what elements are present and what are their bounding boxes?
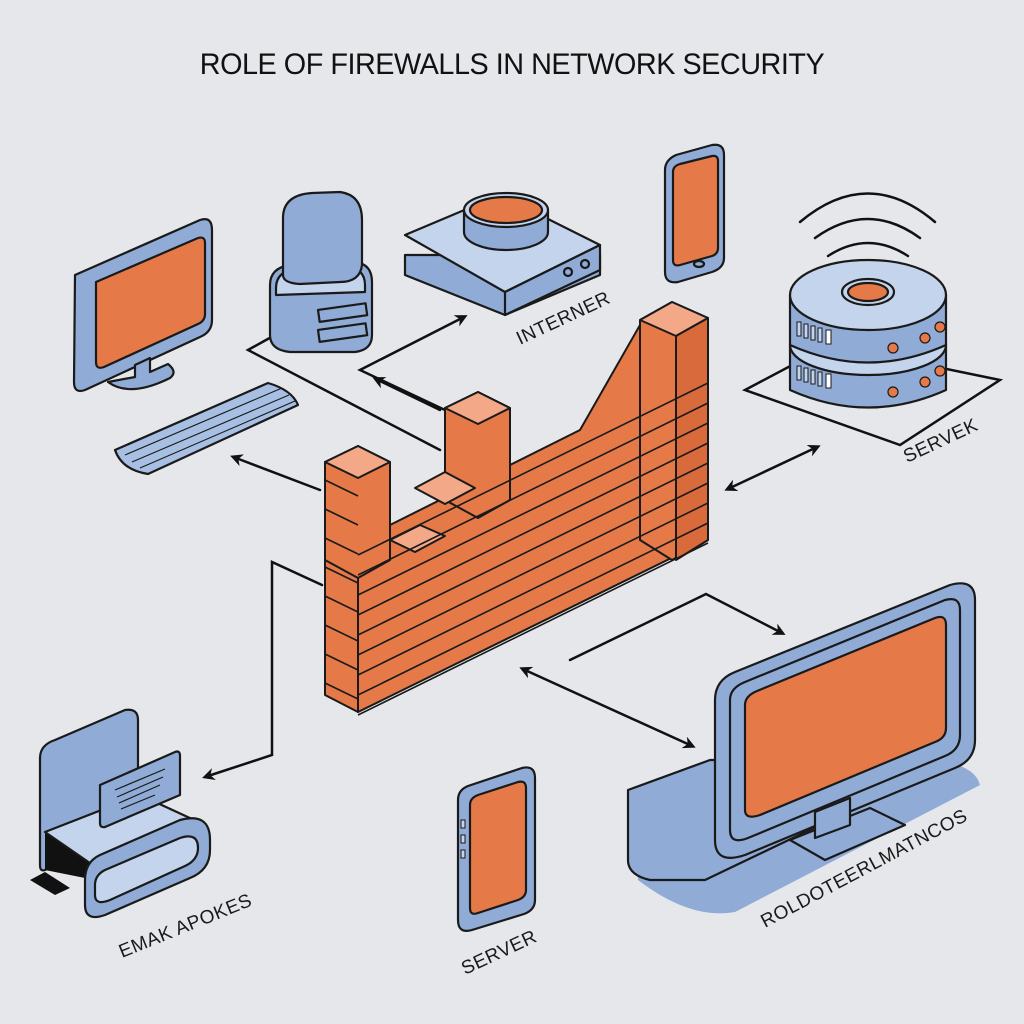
connector-router-to-firewall <box>245 333 442 452</box>
connector-firewall-to-monitor <box>519 666 696 749</box>
brick-course-line <box>324 682 359 700</box>
brick-course-line <box>357 422 709 596</box>
connector-firewall-to-internet <box>357 315 468 412</box>
brick-course-line <box>357 462 709 636</box>
large-monitor-icon <box>626 582 980 914</box>
brick-course-line <box>324 653 359 671</box>
brick-course-line <box>357 442 709 616</box>
network-hub-icon <box>403 191 602 317</box>
wall-left-tower-top <box>324 445 391 479</box>
router-tower-icon <box>268 190 374 354</box>
brick-course-line <box>324 537 359 555</box>
brick-course-line <box>357 482 709 656</box>
connector-to-monitor <box>568 592 786 662</box>
connectors <box>202 315 821 780</box>
brick-course-line <box>357 382 709 556</box>
brick-course-line <box>324 595 359 613</box>
label-server-phone: SERVER <box>458 926 540 979</box>
brick-course-line <box>324 624 359 642</box>
brick-wall-icon <box>324 301 709 716</box>
brick-course-line <box>357 502 709 676</box>
brick-course-line <box>357 402 709 576</box>
brick-course-line <box>324 566 359 584</box>
mail-printer-icon <box>30 708 212 919</box>
label-server-right: SERVEK <box>900 415 981 468</box>
wall-mid-tower-top <box>444 391 511 425</box>
connector-firewall-to-email <box>202 560 324 780</box>
smartphone-top-icon <box>663 143 726 284</box>
brick-course-line <box>324 508 359 526</box>
connector-wall-to-arrow-up <box>372 377 442 412</box>
brick-course-line <box>357 542 709 716</box>
database-server-icon <box>741 192 1004 447</box>
brick-course-line <box>324 479 359 497</box>
connector-firewall-to-keyboard <box>230 454 322 492</box>
wall-right-tower-side <box>675 317 709 561</box>
smartphone-bottom-icon <box>456 766 537 932</box>
wall-step-top <box>414 471 476 505</box>
desktop-monitor-keyboard-icon <box>72 218 300 476</box>
brick-course-line <box>357 522 709 696</box>
connector-firewall-to-server <box>724 445 821 491</box>
diagram-title: ROLE OF FIREWALLS IN NETWORK SECURITY <box>199 48 825 81</box>
